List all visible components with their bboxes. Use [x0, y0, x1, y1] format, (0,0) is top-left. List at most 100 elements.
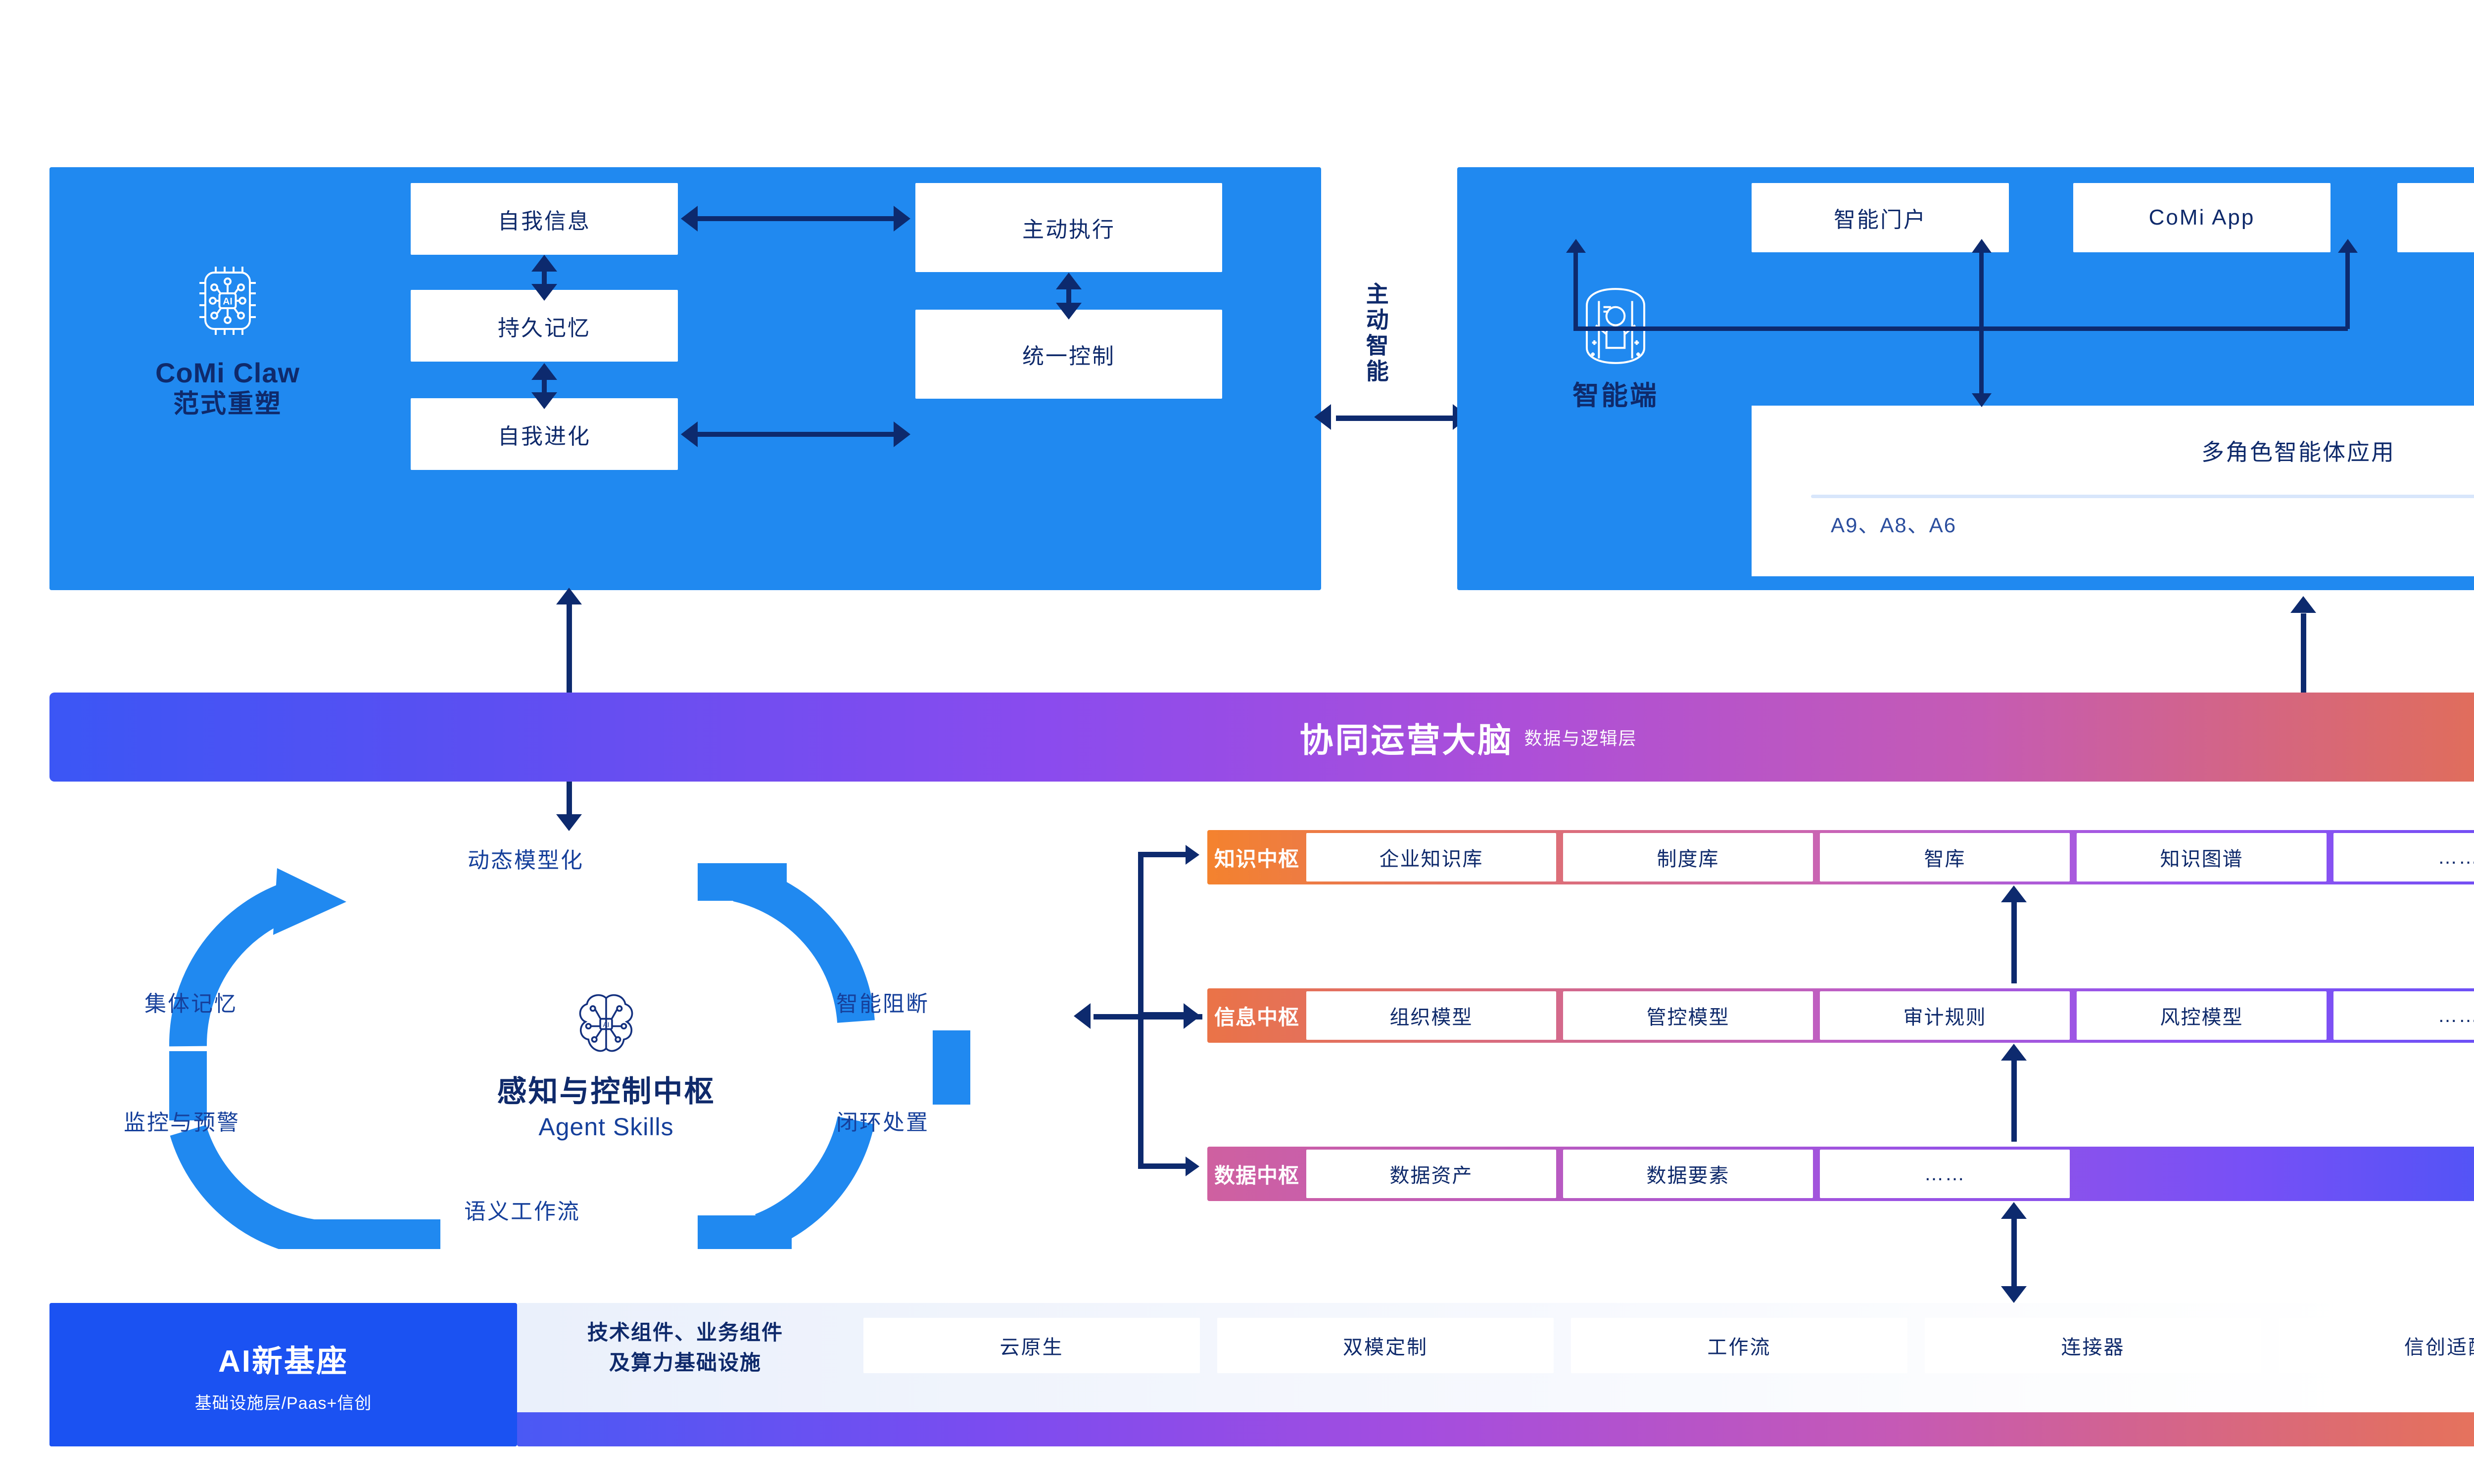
- ring-label-dynamic-modeling: 动态模型化: [468, 848, 584, 873]
- perception-control-ring: 动态模型化 集体记忆 监控与预警 语义工作流 智能阻断 闭环处置 AI 感知与控…: [114, 814, 1098, 1249]
- arrowhead-right-1: [894, 206, 910, 232]
- hub-item-risk-model[interactable]: 风控模型: [2077, 991, 2327, 1040]
- ai-base-title: AI新基座: [218, 1344, 348, 1379]
- riser-edge-to-brain: [2301, 613, 2306, 705]
- multi-role-agent-app-box[interactable]: 多角色智能体应用 A9、A8、A6 合同、采购、项目...: [1752, 406, 2474, 576]
- channel-smart-portal[interactable]: 智能门户: [1752, 183, 2009, 252]
- hub-badge-information: 信息中枢: [1214, 1005, 1299, 1029]
- multi-role-app-title: 多角色智能体应用: [2201, 439, 2395, 465]
- multi-role-app-left-note: A9、A8、A6: [1831, 513, 1957, 537]
- arrow-line-base-to-data: [2011, 1207, 2017, 1298]
- arrowhead-right-knowledge: [1186, 845, 1199, 865]
- hub-item-data-asset[interactable]: 数据资产: [1306, 1150, 1556, 1198]
- base-chip-xinchuang[interactable]: 信创适配: [2279, 1318, 2474, 1373]
- hub-branch-data: [1138, 1163, 1188, 1169]
- hub-item-audit-rules[interactable]: 审计规则: [1820, 991, 2070, 1040]
- hub-item-enterprise-kb[interactable]: 企业知识库: [1306, 833, 1556, 881]
- bus-riser-portal: [1573, 252, 1578, 329]
- arrowhead-up-1: [531, 255, 557, 272]
- card-proactive-execution[interactable]: 主动执行: [915, 183, 1222, 272]
- hub-item-control-model[interactable]: 管控模型: [1563, 991, 1813, 1040]
- arrowhead-right-data: [1186, 1157, 1199, 1176]
- top-layer-banner: 数字队友 交互层/CoMi: [49, 37, 2474, 138]
- arrowhead-up-claw-riser: [556, 588, 582, 604]
- ring-label-smart-block: 智能阻断: [836, 992, 929, 1016]
- arrowhead-up-3: [1056, 273, 1082, 289]
- bus-riser-app: [1979, 252, 1984, 401]
- arrowhead-up-knowledge: [2001, 885, 2027, 902]
- ai-base-block: AI新基座 基础设施层/Paas+信创: [49, 1303, 517, 1446]
- hub-item-knowledge-graph[interactable]: 知识图谱: [2077, 833, 2327, 881]
- ring-core: AI 感知与控制中枢 Agent Skills: [383, 988, 829, 1141]
- arrow-line-info-to-knowledge: [2011, 890, 2017, 983]
- base-gradient-underline: [517, 1412, 2474, 1446]
- arrowhead-up-2: [531, 363, 557, 380]
- hub-chips-knowledge: 企业知识库 制度库 智库 知识图谱 ……: [1306, 833, 2474, 881]
- mid-banner-subtitle: 数据与逻辑层: [1524, 728, 1637, 748]
- card-self-evolution[interactable]: 自我进化: [411, 398, 678, 470]
- mid-banner-title: 协同运营大脑: [1299, 721, 1514, 759]
- arrowhead-down-claw-riser: [556, 814, 582, 831]
- hub-item-policy-lib[interactable]: 制度库: [1563, 833, 1813, 881]
- divider: [1811, 495, 2474, 498]
- card-unified-control[interactable]: 统一控制: [915, 310, 1222, 399]
- comi-claw-label-cn: 范式重塑: [173, 390, 282, 419]
- hub-item-data-element[interactable]: 数据要素: [1563, 1150, 1813, 1198]
- mid-layer-banner: 协同运营大脑 数据与逻辑层: [49, 693, 2474, 782]
- comi-claw-label: AI CoMi Claw 范式重塑: [109, 259, 346, 419]
- arrowhead-up-data: [2001, 1202, 2027, 1219]
- comi-claw-panel: AI CoMi Claw 范式重塑 自我信息 持久记忆 自我进化 主动执行 统一…: [49, 167, 1321, 590]
- arrow-line-exec-control: [1066, 277, 1071, 305]
- base-chip-dual-mode[interactable]: 双模定制: [1217, 1318, 1554, 1373]
- channel-bus-line: [1573, 326, 2348, 331]
- top-banner-title: 数字队友: [1337, 72, 1480, 109]
- arrow-line-panels: [1336, 416, 1455, 421]
- arrowhead-right-information: [1186, 1005, 1199, 1025]
- ring-label-monitoring-alert: 监控与预警: [124, 1111, 240, 1135]
- arrowhead-up-hardware: [2338, 239, 2358, 253]
- base-chip-connector[interactable]: 连接器: [1925, 1318, 2261, 1373]
- hub-item-org-model[interactable]: 组织模型: [1306, 991, 1556, 1040]
- hub-row-data: 数据中枢 数据资产 数据要素 ……: [1207, 1147, 2474, 1201]
- hub-chips-data: 数据资产 数据要素 ……: [1306, 1150, 2077, 1198]
- channel-smart-hardware[interactable]: 智能硬件: [2397, 183, 2474, 252]
- hub-bracket-spine: [1138, 852, 1143, 1168]
- hub-branch-knowledge: [1138, 852, 1188, 857]
- card-self-info[interactable]: 自我信息: [411, 183, 678, 255]
- channel-comi-app[interactable]: CoMi App: [2073, 183, 2331, 252]
- arrow-line-self-memory: [542, 259, 547, 286]
- arrowhead-up-portal: [1566, 239, 1586, 253]
- ai-chip-icon: AI: [109, 259, 346, 343]
- hub-item-more-information[interactable]: ……: [2333, 991, 2474, 1040]
- arrowhead-up-info: [2001, 1044, 2027, 1061]
- ring-label-collective-memory: 集体记忆: [144, 992, 238, 1016]
- hub-badge-knowledge: 知识中枢: [1214, 847, 1299, 871]
- arrowhead-left-panels: [1314, 404, 1331, 430]
- base-chip-workflow[interactable]: 工作流: [1571, 1318, 1907, 1373]
- arrowhead-up-edge-riser: [2290, 596, 2316, 613]
- arrowhead-down-base: [2001, 1286, 2027, 1303]
- ring-core-title-en: Agent Skills: [538, 1113, 674, 1141]
- card-persistent-memory[interactable]: 持久记忆: [411, 290, 678, 362]
- arrowhead-down-app: [1972, 393, 1992, 407]
- hub-item-more-data[interactable]: ……: [1820, 1150, 2070, 1198]
- svg-text:AI: AI: [603, 1021, 610, 1028]
- hub-row-knowledge: 知识中枢 企业知识库 制度库 智库 知识图谱 ……: [1207, 830, 2474, 884]
- arrow-line-info-exec: [698, 216, 896, 221]
- arrowhead-left-1: [681, 206, 698, 232]
- arrowhead-right-2: [894, 421, 910, 447]
- bus-riser-hardware: [2345, 252, 2350, 329]
- hub-branch-information: [1138, 1012, 1188, 1018]
- top-banner-subtitle: 交互层/CoMi: [1491, 78, 1599, 99]
- smart-terminal-label-text: 智能端: [1572, 381, 1659, 411]
- arrow-line-data-to-info: [2011, 1049, 2017, 1142]
- proactive-intelligence-label: 主动智能: [1363, 282, 1389, 385]
- ai-base-subtitle: 基础设施层/Paas+信创: [194, 1393, 372, 1413]
- hub-item-more-knowledge[interactable]: ……: [2333, 833, 2474, 881]
- arrowhead-down-3: [1056, 303, 1082, 320]
- svg-text:AI: AI: [223, 296, 233, 307]
- ring-label-closed-loop: 闭环处置: [836, 1111, 929, 1135]
- base-components-heading: 技术组件、业务组件 及算力基础设施: [547, 1318, 824, 1378]
- base-chip-cloud-native[interactable]: 云原生: [863, 1318, 1200, 1373]
- hub-item-think-tank[interactable]: 智库: [1820, 833, 2070, 881]
